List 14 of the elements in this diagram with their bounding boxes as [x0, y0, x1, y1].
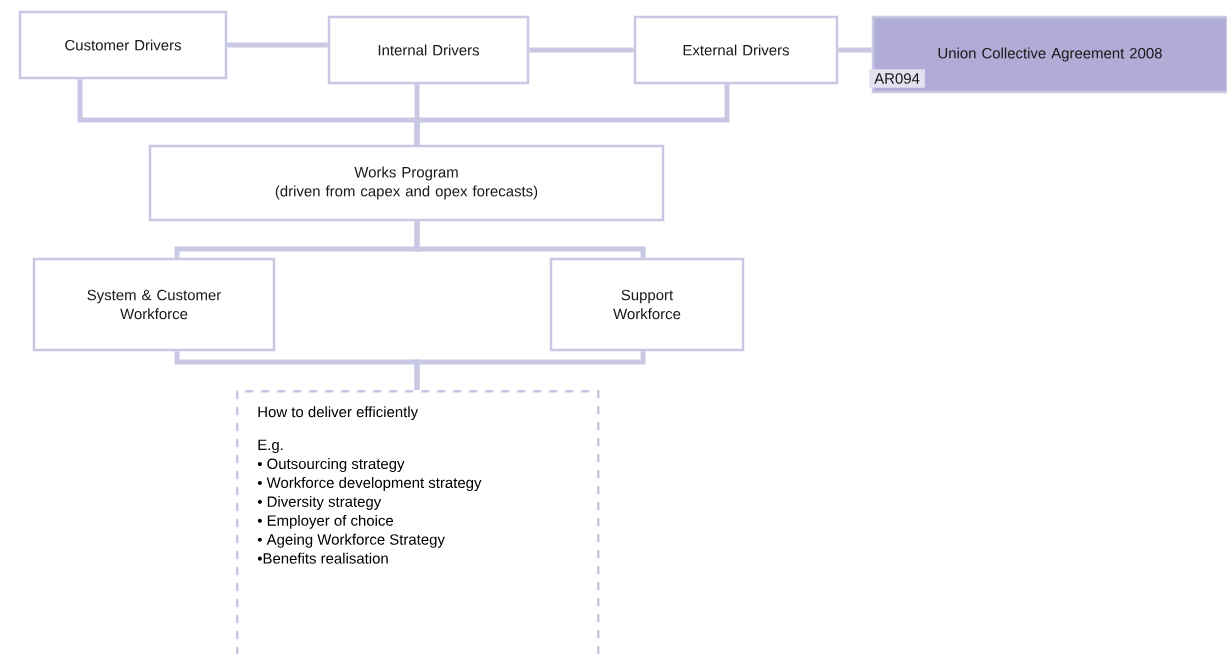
connector-line	[838, 47, 872, 53]
process-box: Customer Drivers	[18, 10, 228, 80]
connector-line	[414, 84, 730, 145]
process-box: External Drivers	[633, 15, 839, 85]
notes-box: How to deliver efficiently E.g. • Outsourcing strategy • Workforce development strategy • Diversity strategy • Employer of choice • Ageing Workforce Strategy •Benefits realisation	[236, 390, 600, 654]
process-box: Works Program (driven from capex and opex forecasts)	[148, 144, 665, 222]
process-box: Internal Drivers	[327, 15, 530, 85]
connector-line	[529, 47, 634, 53]
connector-line	[227, 42, 328, 48]
process-box: System & Customer Workforce	[32, 257, 276, 352]
connector-line	[414, 351, 646, 390]
connector-line	[414, 221, 646, 258]
tag-label: AR094	[869, 69, 925, 88]
process-box: Support Workforce	[549, 257, 745, 352]
